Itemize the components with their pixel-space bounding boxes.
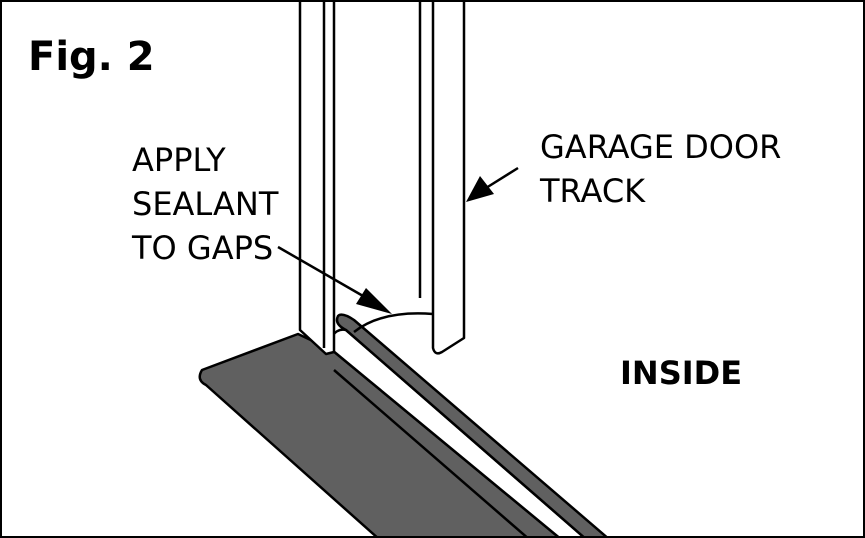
sealant-arrowhead [356,288,392,314]
track-label: GARAGE DOOR TRACK [540,125,781,213]
garage-door-track [431,2,466,355]
sealant-leader-line [277,245,371,302]
door-jamb-left [298,2,336,356]
figure-title: Fig. 2 [28,34,155,80]
seal-crease-line [333,369,528,536]
inside-label: INSIDE [620,354,743,392]
sealant-label-line-1: APPLY [132,141,226,179]
track-label-line-2: TRACK [540,172,646,210]
track-arrowhead [466,176,494,202]
sealant-curve [353,312,434,333]
track-leader-line [485,166,519,190]
sealant-label-line-2: SEALANT [132,185,279,223]
seal-bead [335,313,608,536]
sealant-label-line-3: TO GAPS [132,229,274,267]
sealant-label: APPLY SEALANT TO GAPS [132,138,278,270]
track-label-line-1: GARAGE DOOR [540,128,782,166]
